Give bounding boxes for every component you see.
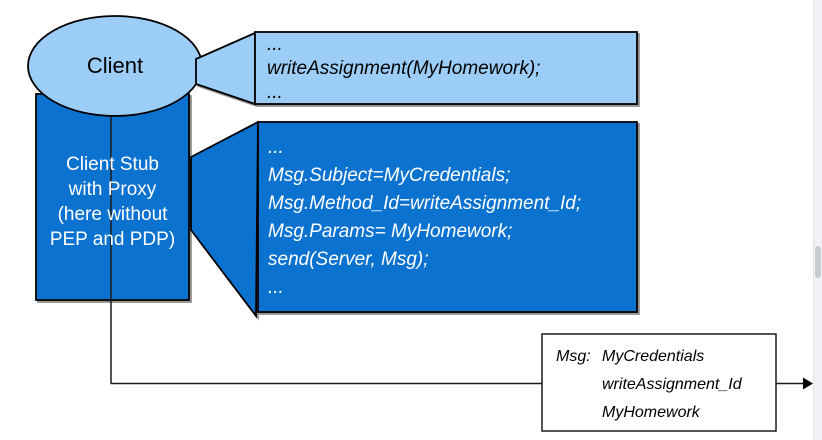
client-code-line: writeAssignment(MyHomework); [267,58,541,79]
client-stub-shape-group [35,93,190,301]
stub-code-callout-pointer [190,120,259,319]
stub-code-line: ... [268,137,284,158]
client-code-callout-group [195,31,638,106]
stub-code-line: Msg.Method_Id=writeAssignment_Id; [268,193,582,214]
stub-code-callout-box [257,121,638,313]
stub-code-line: send(Server, Msg); [268,249,429,270]
vertical-scrollbar-thumb[interactable] [815,246,821,278]
client-stub-label-line: Client Stub [66,154,159,175]
client-code-text: ... writeAssignment(MyHomework); ... [267,33,627,105]
stub-code-line: ... [268,277,284,298]
client-code-line: ... [267,34,283,55]
stub-code-line: Msg.Subject=MyCredentials; [268,165,511,186]
client-stub-label-line: PEP and PDP) [49,229,176,250]
message-value: writeAssignment_Id [602,376,742,393]
message-label: Msg: [556,348,591,365]
message-box [541,333,777,432]
stub-code-line: Msg.Params= MyHomework; [268,221,513,242]
stub-code-text: ... Msg.Subject=MyCredentials; Msg.Metho… [268,134,628,302]
message-value: MyHomework [602,404,700,421]
client-code-line: ... [267,82,283,103]
message-values: MyCredentials writeAssignment_Id MyHomew… [602,343,742,427]
client-code-callout-pointer [195,31,256,106]
client-code-callout-box [254,31,638,105]
client-stub-label: Client Stub with Proxy (here without PEP… [36,152,189,252]
vertical-scrollbar-track[interactable] [813,0,822,440]
message-value: MyCredentials [602,348,705,365]
client-stub-label-line: (here without [57,204,168,225]
client-stub-box [35,93,190,301]
arrow-head-icon [803,377,813,390]
client-stub-label-line: with Proxy [68,179,157,200]
client-label: Client [86,53,144,78]
stub-code-callout-group [190,120,638,319]
